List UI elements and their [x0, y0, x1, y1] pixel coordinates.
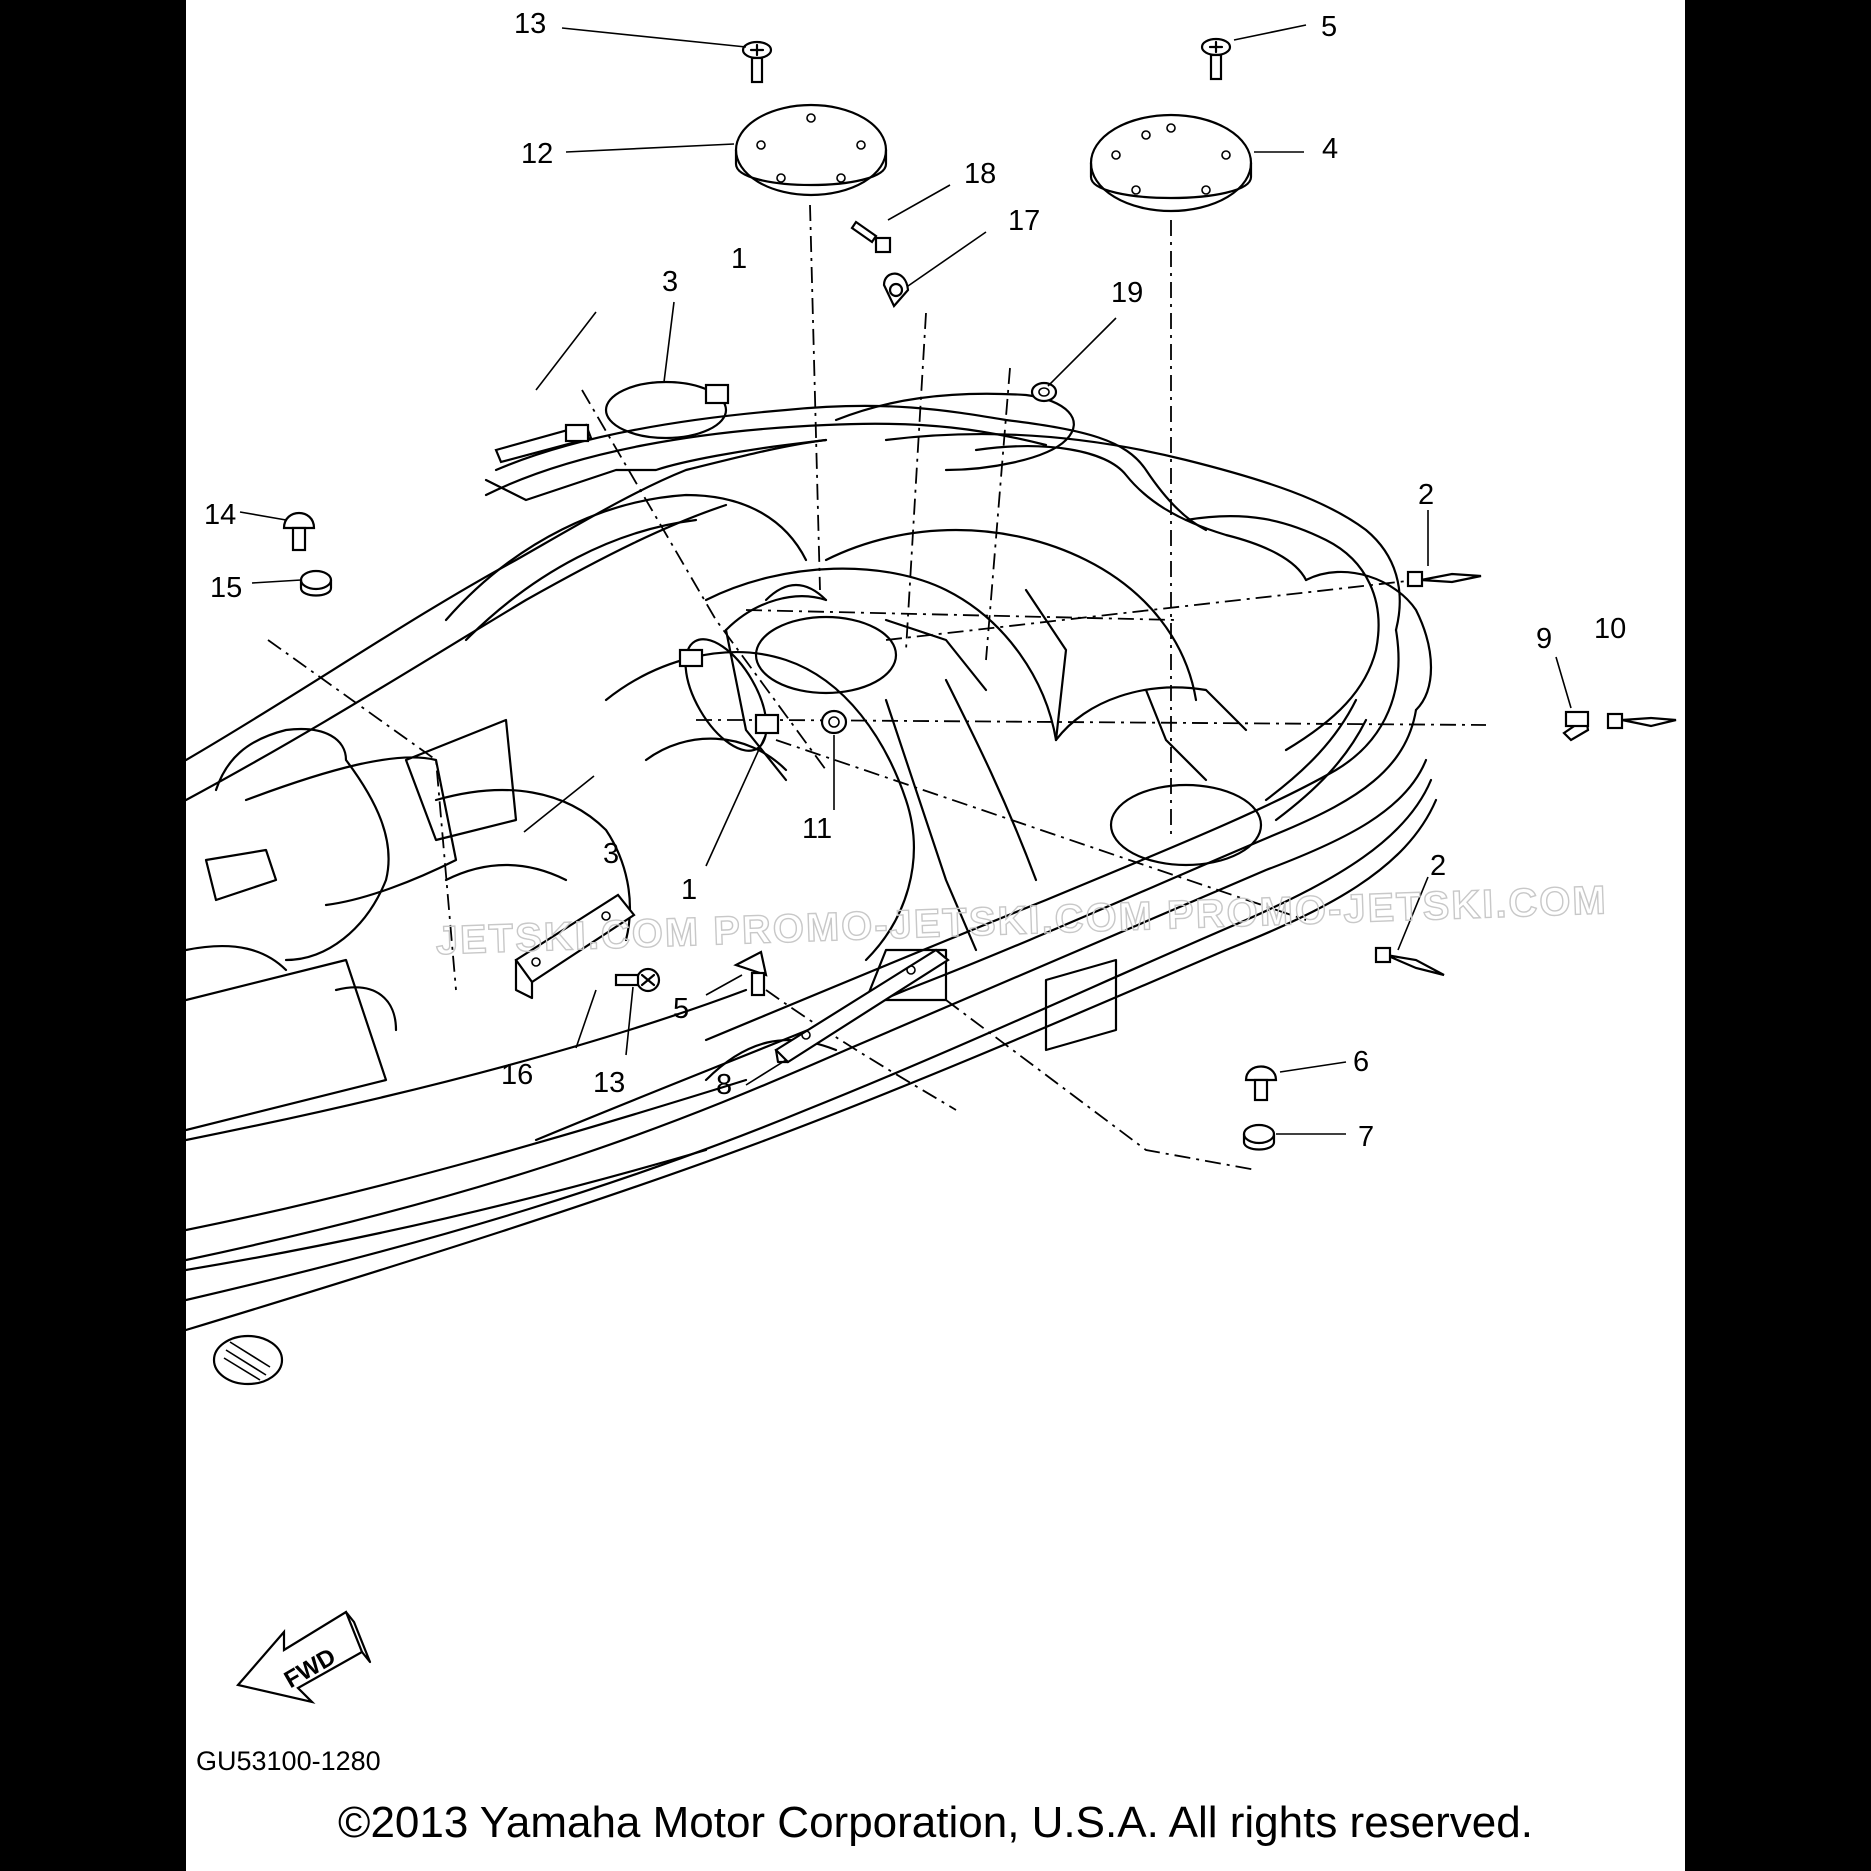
- callout-18: 18: [964, 158, 996, 190]
- callout-3-top: 3: [662, 266, 678, 298]
- part-18-rivet: [850, 220, 892, 254]
- callout-1-top: 1: [731, 243, 747, 275]
- watermark-text: JETSKI.COM PROMO-JETSKI.COM PROMO-JETSKI…: [435, 878, 1608, 963]
- part-15-washer: [299, 569, 333, 597]
- part-13-screw-mid: [614, 967, 661, 993]
- fwd-arrow-icon: FWD: [235, 1610, 372, 1704]
- callout-13-mid: 13: [593, 1067, 625, 1099]
- part-16-plate: [514, 893, 636, 1000]
- part-5-screw: [1200, 37, 1232, 81]
- callout-7: 7: [1358, 1121, 1374, 1153]
- copyright-notice: ©2013 Yamaha Motor Corporation, U.S.A. A…: [338, 1798, 1533, 1847]
- callout-9: 9: [1536, 623, 1552, 655]
- exploded-view-diagram: JETSKI.COM PROMO-JETSKI.COM PROMO-JETSKI…: [186, 8, 1677, 1704]
- part-9-clip: [1562, 710, 1590, 742]
- callout-10: 10: [1594, 613, 1626, 645]
- callout-leaders: [239, 24, 1572, 1135]
- part-17-clip: [882, 272, 910, 308]
- part-10-rivet: [1606, 712, 1677, 730]
- callout-19: 19: [1111, 277, 1143, 309]
- callout-16: 16: [501, 1059, 533, 1091]
- part-2-rivet-lower: [1374, 946, 1445, 977]
- part-3-cable-tie-upper: [494, 380, 730, 464]
- diagram-code: GU53100-1280: [196, 1746, 381, 1776]
- callout-labels: 13 5 12 4 18 17 1 3 19 14 15 2 9 10 11 3…: [204, 8, 1626, 1153]
- part-19-grommet: [1030, 381, 1058, 403]
- part-7-washer: [1242, 1123, 1276, 1151]
- part-13-screw: [741, 40, 773, 84]
- part-12-cover-plate: [734, 103, 888, 197]
- callout-4: 4: [1322, 133, 1338, 165]
- part-4-cover-plate: [1089, 113, 1253, 213]
- callout-12: 12: [521, 138, 553, 170]
- callout-5-top: 5: [1321, 11, 1337, 43]
- callout-11: 11: [802, 813, 832, 845]
- callout-1-mid: 1: [681, 874, 697, 906]
- callout-8: 8: [716, 1069, 732, 1101]
- callout-3-mid: 3: [603, 838, 619, 870]
- part-2-rivet-upper: [1406, 570, 1482, 588]
- callout-5-mid: 5: [673, 993, 689, 1025]
- callout-17: 17: [1008, 205, 1040, 237]
- callout-6: 6: [1353, 1046, 1369, 1078]
- callout-2-bot: 2: [1430, 850, 1446, 882]
- part-8-plate: [774, 948, 950, 1064]
- hull-outline: [186, 392, 1438, 1386]
- part-14-bolt: [282, 512, 316, 552]
- callout-15: 15: [210, 572, 242, 604]
- assembly-lines: [267, 204, 1487, 1171]
- callout-14: 14: [204, 499, 236, 531]
- part-11-grommet: [820, 709, 848, 735]
- part-6-bolt: [1244, 1065, 1278, 1102]
- parts-diagram-sheet: JETSKI.COM PROMO-JETSKI.COM PROMO-JETSKI…: [186, 0, 1685, 1871]
- callout-13-top: 13: [514, 8, 546, 40]
- part-5-screw-mid: [733, 950, 768, 997]
- callout-2-top: 2: [1418, 479, 1434, 511]
- part-3-cable-tie-lower: [678, 638, 780, 752]
